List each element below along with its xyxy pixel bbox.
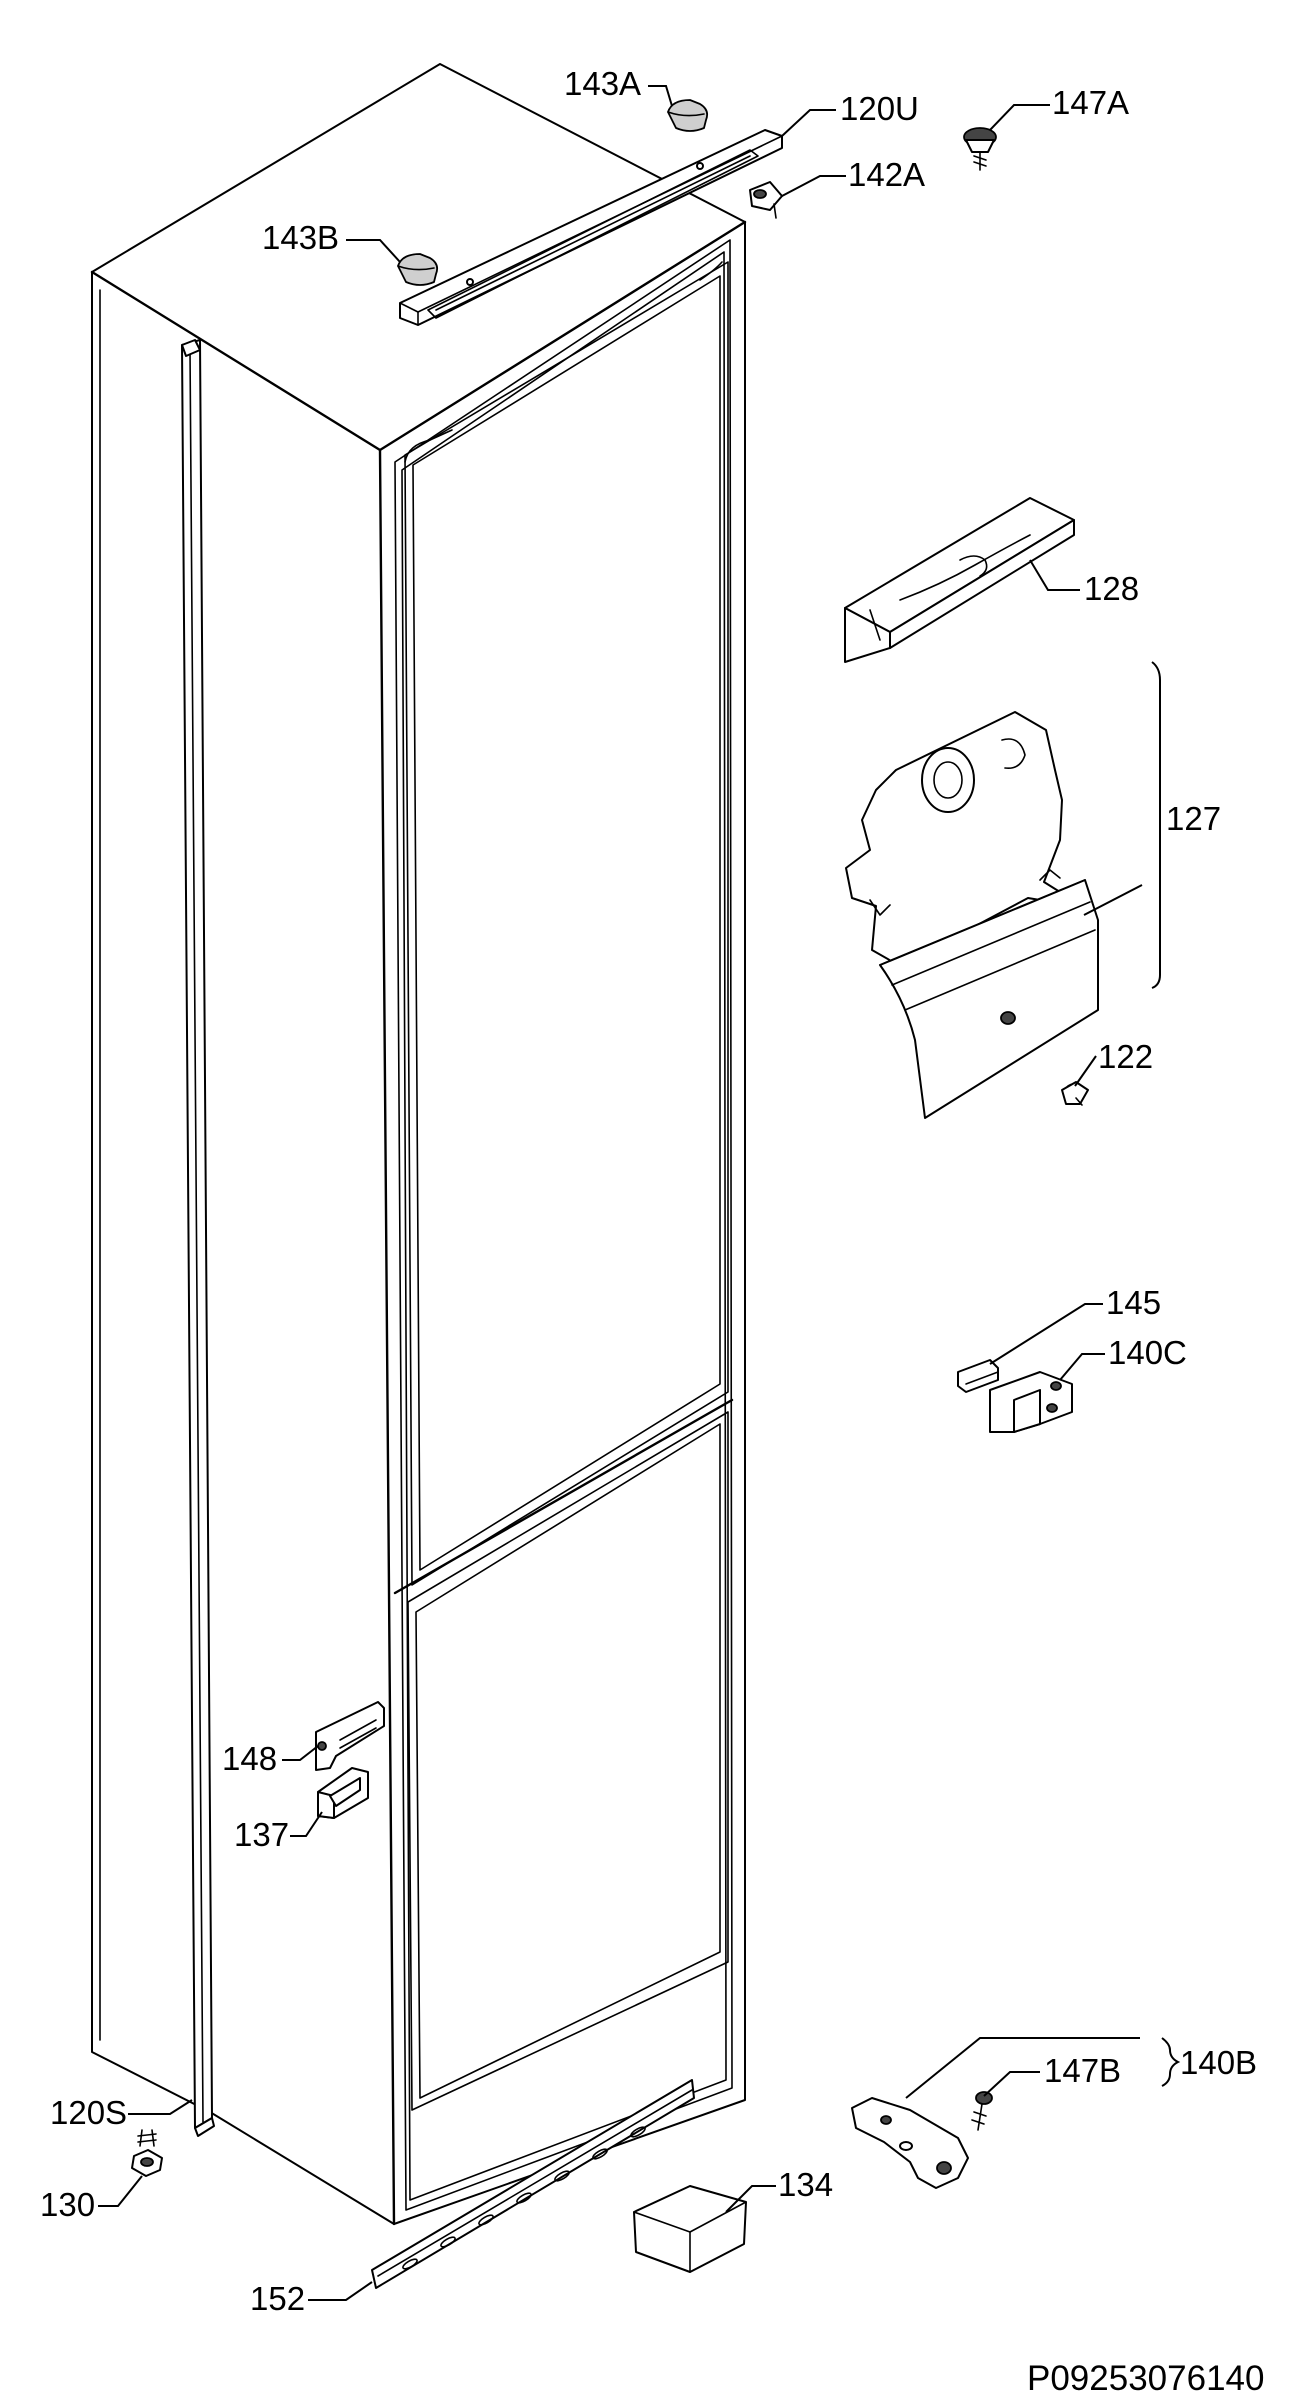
cover-part-128 [844, 497, 1075, 663]
side-trim-strip [181, 339, 215, 2137]
label-120U: 120U [840, 90, 919, 127]
hinge-part-140C [989, 1371, 1073, 1433]
bracket-part-137 [317, 1767, 369, 1819]
label-147A: 147A [1052, 84, 1129, 121]
document-id: P09253076140 [1027, 2359, 1264, 2398]
label-145: 145 [1106, 1284, 1161, 1321]
label-137: 137 [234, 1816, 289, 1853]
cap-part-143A [667, 99, 709, 132]
label-143A: 143A [564, 65, 641, 102]
plinth-rail-152 [371, 2079, 695, 2289]
pad-part-145 [957, 1359, 999, 1393]
bracket-part-142A [749, 181, 783, 219]
label-122: 122 [1098, 1038, 1153, 1075]
label-148: 148 [222, 1740, 277, 1777]
label-140C: 140C [1108, 1334, 1187, 1371]
label-142A: 142A [848, 156, 925, 193]
part-labels: 143A 120U 147A 142A 143B 128 127 122 145… [40, 65, 1264, 2398]
housing-127-bracket [1151, 661, 1161, 989]
cap-part-143B [397, 253, 439, 286]
screw-part-122 [1061, 1081, 1089, 1106]
label-130: 130 [40, 2186, 95, 2223]
label-128: 128 [1084, 570, 1139, 607]
label-147B: 147B [1044, 2052, 1121, 2089]
label-127: 127 [1166, 800, 1221, 837]
housing-127-pointer [1083, 884, 1143, 916]
label-143B: 143B [262, 219, 339, 256]
label-140B: 140B [1180, 2044, 1257, 2081]
kit-140B-brace [1161, 2037, 1181, 2087]
cabinet-body [90, 63, 747, 2226]
top-rail-part [399, 129, 783, 326]
hinge-part-140B [851, 2097, 969, 2189]
leader-lines [98, 85, 1140, 2301]
label-134: 134 [778, 2166, 833, 2203]
foot-part-130 [131, 2129, 163, 2177]
block-part-134 [633, 2185, 747, 2273]
label-120S: 120S [50, 2094, 127, 2131]
housing-part-127 [845, 711, 1099, 1119]
bracket-part-148 [315, 1701, 385, 1771]
label-152: 152 [250, 2280, 305, 2317]
screw-part-147A [963, 127, 997, 171]
screw-part-147B [971, 2091, 993, 2131]
